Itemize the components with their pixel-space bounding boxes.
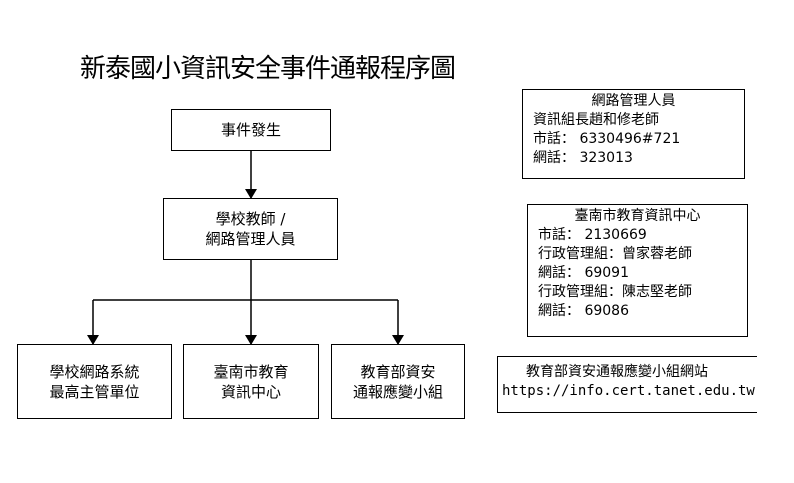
- city-center-line-2: 資訊中心: [220, 382, 281, 401]
- ministry-website-url[interactable]: https://info.cert.tanet.edu.tw: [502, 383, 755, 399]
- city-center-heading: 臺南市教育資訊中心: [574, 208, 701, 224]
- city-center-box: 臺南市教育 資訊中心: [183, 344, 319, 419]
- ministry-website-heading: 教育部資安通報應變小組網站: [526, 364, 708, 380]
- city-center-admin-2: 行政管理組：陳志堅老師: [538, 284, 692, 300]
- event-label: 事件發生: [220, 121, 281, 139]
- city-center-net-phone-2: 網話： 69086: [538, 303, 629, 319]
- city-center-line-1: 臺南市教育: [213, 362, 289, 381]
- teacher-label-line-2: 網路管理人員: [205, 230, 296, 248]
- network-admin-heading: 網路管理人員: [591, 93, 676, 109]
- page-title: 新泰國小資訊安全事件通報程序圖: [80, 54, 456, 84]
- school-unit-box: 學校網路系統 最高主管單位: [17, 344, 172, 419]
- network-admin-city-phone: 市話： 6330496#721: [533, 131, 681, 147]
- school-unit-line-1: 學校網路系統: [49, 362, 140, 381]
- school-unit-line-2: 最高主管單位: [49, 382, 140, 401]
- event-box: 事件發生: [171, 109, 331, 151]
- ministry-box: 教育部資安 通報應變小組: [331, 344, 465, 419]
- ministry-line-2: 通報應變小組: [352, 382, 443, 401]
- city-center-city-phone: 市話： 2130669: [538, 227, 647, 243]
- network-admin-name: 資訊組長趙和修老師: [533, 112, 659, 128]
- city-center-contact: 臺南市教育資訊中心 市話： 2130669 行政管理組：曾家蓉老師 網話： 69…: [527, 204, 748, 337]
- ministry-line-1: 教育部資安: [360, 362, 436, 381]
- city-center-net-phone-1: 網話： 69091: [538, 265, 629, 281]
- network-admin-net-phone: 網話： 323013: [533, 150, 633, 166]
- city-center-admin-1: 行政管理組：曾家蓉老師: [538, 246, 692, 262]
- network-admin-contact: 網路管理人員 資訊組長趙和修老師 市話： 6330496#721 網話： 323…: [522, 89, 745, 179]
- teacher-label-line-1: 學校教師 /: [215, 210, 286, 228]
- ministry-contact: 教育部資安通報應變小組網站 https://info.cert.tanet.ed…: [497, 356, 757, 413]
- teacher-box: 學校教師 / 網路管理人員: [163, 198, 338, 260]
